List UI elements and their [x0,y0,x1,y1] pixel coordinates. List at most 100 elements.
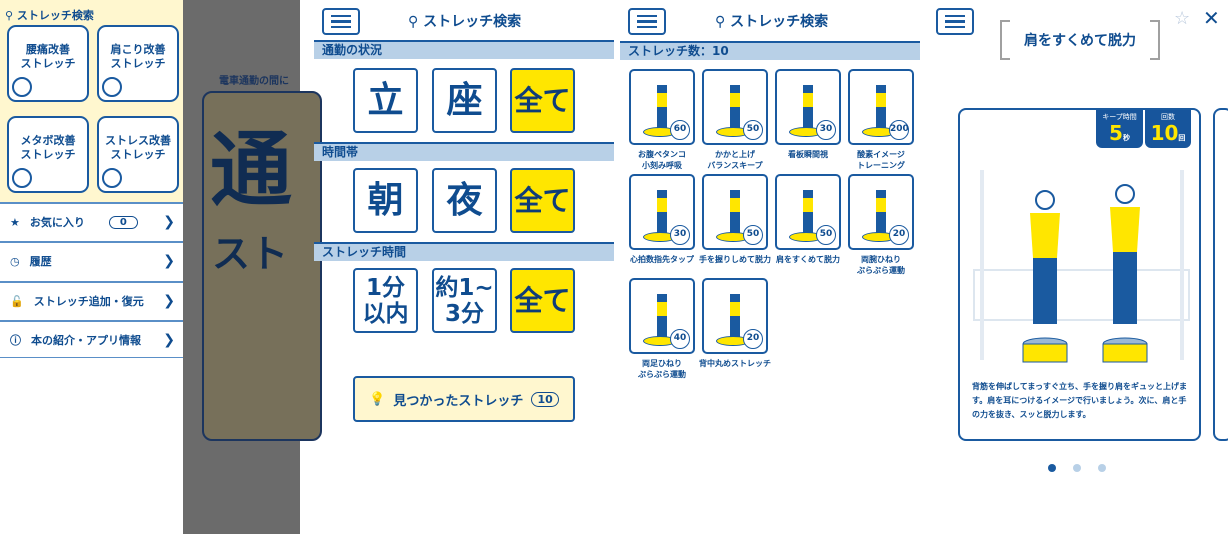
figure-illustration [657,190,667,234]
category-label: ストレッチ [20,148,76,161]
stretch-card[interactable]: 20 [702,278,768,354]
option-night[interactable]: 夜 [432,168,497,233]
title-text: 肩をすくめて脱力 [1024,33,1136,49]
stretch-description: 背筋を伸ばしてまっすぐ立ち、手を握り肩をギュッと上げます。肩を耳につけるイメージ… [972,382,1188,419]
hamburger-menu-button[interactable] [322,8,360,35]
seconds-badge: 50 [743,120,763,140]
stretch-name[interactable]: 手を握りしめて脱力 [699,255,771,264]
figure-illustration [657,294,667,338]
seconds-badge: 20 [889,225,909,245]
close-icon[interactable]: ✕ [1203,6,1220,30]
stretch-card[interactable]: 20 [848,174,914,250]
stretch-card[interactable]: 30 [629,174,695,250]
seconds-badge: 50 [743,225,763,245]
figure-illustration [803,190,813,234]
result-count: 10 [531,391,559,407]
unlock-icon: 🔓 [10,294,24,308]
category-area: ⚲ ストレッチ検索 腰痛改善ストレッチ 肩こり改善ストレッチ メタボ改善ストレッ… [0,0,183,202]
figure-illustration [876,190,886,234]
stretch-search-link[interactable]: ⚲ ストレッチ検索 [5,9,94,22]
option-1-3min[interactable]: 約1~ 3分 [432,268,497,333]
option-standing[interactable]: 立 [353,68,418,133]
page-dot-1[interactable] [1048,464,1056,472]
chevron-right-icon: ❯ [163,293,175,309]
stretch-card[interactable]: 30 [775,69,841,145]
seconds-badge: 60 [670,120,690,140]
stretch-card[interactable]: 50 [775,174,841,250]
reps-unit: 回 [1178,134,1186,142]
stretch-card[interactable]: 50 [702,69,768,145]
hamburger-menu-button[interactable] [628,8,666,35]
stretch-name[interactable]: 看板瞬間視 [788,150,828,159]
stretch-name[interactable]: 心拍数指先タップ [630,255,694,264]
dimmed-backdrop[interactable]: 電車通勤の間に 通 スト [183,0,322,534]
chevron-right-icon: ❯ [163,331,175,348]
chevron-right-icon: ❯ [163,253,175,269]
stretch-name[interactable]: お腹ペタンコ 小刻み呼吸 [638,150,686,170]
menu-item-label: お気に入り [29,216,85,229]
keep-unit: 秒 [1122,134,1130,142]
stretch-name[interactable]: 両腕ひねり ぷらぷら運動 [857,255,905,275]
seconds-badge: 20 [743,329,763,349]
hamburger-menu-button[interactable] [936,8,974,35]
option-all-commute[interactable]: 全て [510,68,575,133]
stretch-name[interactable]: 背中丸めストレッチ [699,359,771,368]
category-label: ストレッチ [110,57,166,70]
option-all-duration[interactable]: 全て [510,268,575,333]
title-text: ストレッチ検索 [730,14,829,30]
stretch-name[interactable]: 肩をすくめて脱力 [776,255,840,264]
category-label: 肩こり改善 [110,43,166,56]
figure-illustration [876,85,886,129]
menu-item-label: ストレッチ追加・復元 [33,295,144,308]
menu-item-label: 履歴 [29,255,52,268]
menu-item-label: 本の紹介・アプリ情報 [31,333,141,347]
menu-item-history[interactable]: ◷履歴❯ [0,241,183,279]
lightbulb-icon: 💡 [369,391,386,407]
page-dot-3[interactable] [1098,464,1106,472]
category-metabo[interactable]: メタボ改善ストレッチ [7,116,89,193]
stretch-card[interactable]: 60 [629,69,695,145]
stretch-card[interactable]: 40 [629,278,695,354]
category-label: ストレス改善 [105,134,171,147]
info-icon: ⓘ [10,333,21,347]
stretch-card[interactable]: 50 [702,174,768,250]
cover-poster: 通 スト [202,91,322,441]
detail-title: 肩をすくめて脱力 [1000,20,1160,60]
seconds-badge: 200 [889,120,909,140]
page-dot-2[interactable] [1073,464,1081,472]
stretch-name[interactable]: かかと上げ バランスキープ [707,150,763,170]
option-morning[interactable]: 朝 [353,168,418,233]
cover-title: 通 [210,123,293,218]
favorite-star-icon[interactable]: ☆ [1174,8,1191,29]
category-stress[interactable]: ストレス改善ストレッチ [97,116,179,193]
menu-item-info[interactable]: ⓘ 本の紹介・アプリ情報 ❯ [0,320,183,358]
page-title: ⚲ ストレッチ検索 [408,11,521,31]
seconds-badge: 30 [816,120,836,140]
category-lower-back[interactable]: 腰痛改善ストレッチ [7,25,89,102]
section-time-of-day: 時間帯 [314,142,614,161]
option-all-time[interactable]: 全て [510,168,575,233]
stretch-name[interactable]: 酸素イメージ トレーニング [857,150,905,170]
figure-illustration [730,85,740,129]
side-menu: ⚲ ストレッチ検索 腰痛改善ストレッチ 肩こり改善ストレッチ メタボ改善ストレッ… [0,0,183,534]
stretch-name[interactable]: 両足ひねり ぷらぷら運動 [638,359,686,379]
category-label: 腰痛改善 [26,43,70,56]
character-icon [102,168,122,188]
option-under-1min[interactable]: 1分 以内 [353,268,418,333]
figure-illustration [730,294,740,338]
stretch-count: ストレッチ数：10 [620,41,920,60]
seconds-badge: 30 [670,225,690,245]
figure-illustration [803,85,813,129]
star-icon: ★ [10,215,20,229]
option-sitting[interactable]: 座 [432,68,497,133]
category-shoulder[interactable]: 肩こり改善ストレッチ [97,25,179,102]
stretch-card[interactable]: 200 [848,69,914,145]
next-card-peek[interactable] [1213,108,1228,441]
menu-item-add-restore[interactable]: 🔓 ストレッチ追加・復元 ❯ [0,281,183,319]
character-icon [12,77,32,97]
